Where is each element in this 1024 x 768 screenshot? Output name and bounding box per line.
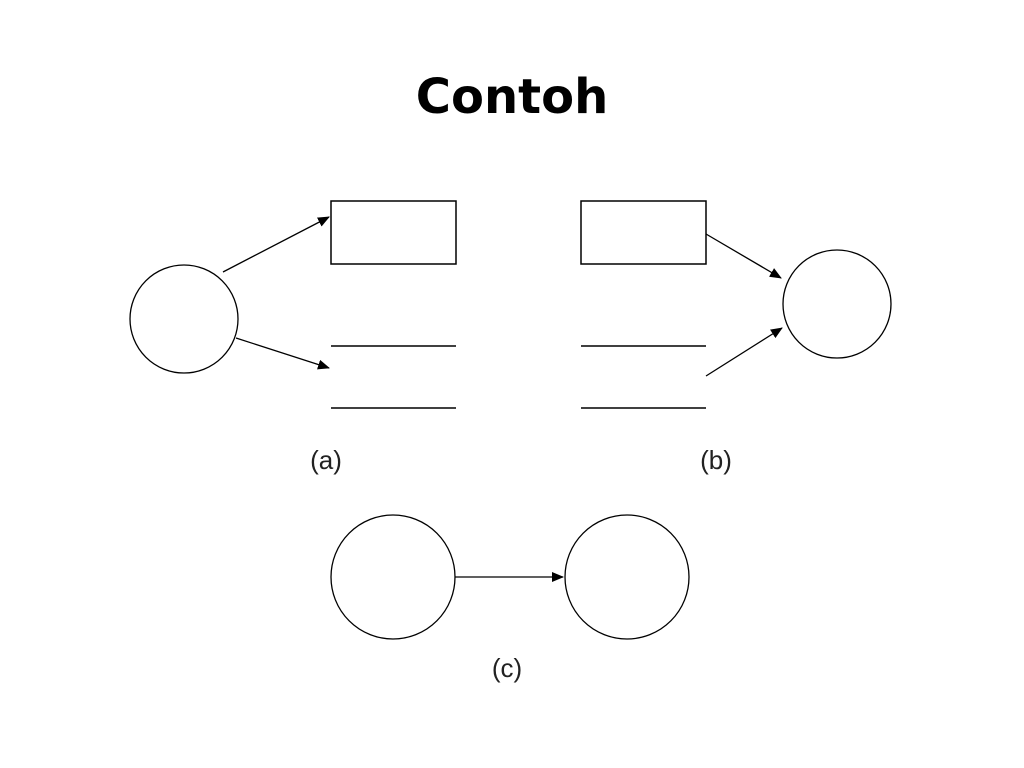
- example-a-arrow-to-entity: [222, 216, 330, 273]
- example-c-caption: (c): [492, 653, 522, 683]
- example-c-left-process-circle: [330, 514, 456, 640]
- example-a-caption: (a): [310, 445, 342, 475]
- example-b-external-entity-box: [580, 200, 707, 265]
- example-b-group: (b): [580, 200, 892, 475]
- example-b-arrow-from-entity: [705, 233, 782, 279]
- slide-title: Contoh: [415, 69, 609, 125]
- example-b-caption: (b): [700, 445, 732, 475]
- example-c-group: (c): [330, 514, 690, 683]
- example-c-right-process-circle: [564, 514, 690, 640]
- example-b-arrow-from-datastore: [705, 327, 783, 377]
- example-a-arrow-to-datastore: [235, 337, 330, 370]
- example-a-process-circle: [129, 264, 239, 374]
- example-a-external-entity-box: [330, 200, 457, 265]
- example-b-process-circle: [782, 249, 892, 359]
- example-a-group: (a): [129, 200, 457, 475]
